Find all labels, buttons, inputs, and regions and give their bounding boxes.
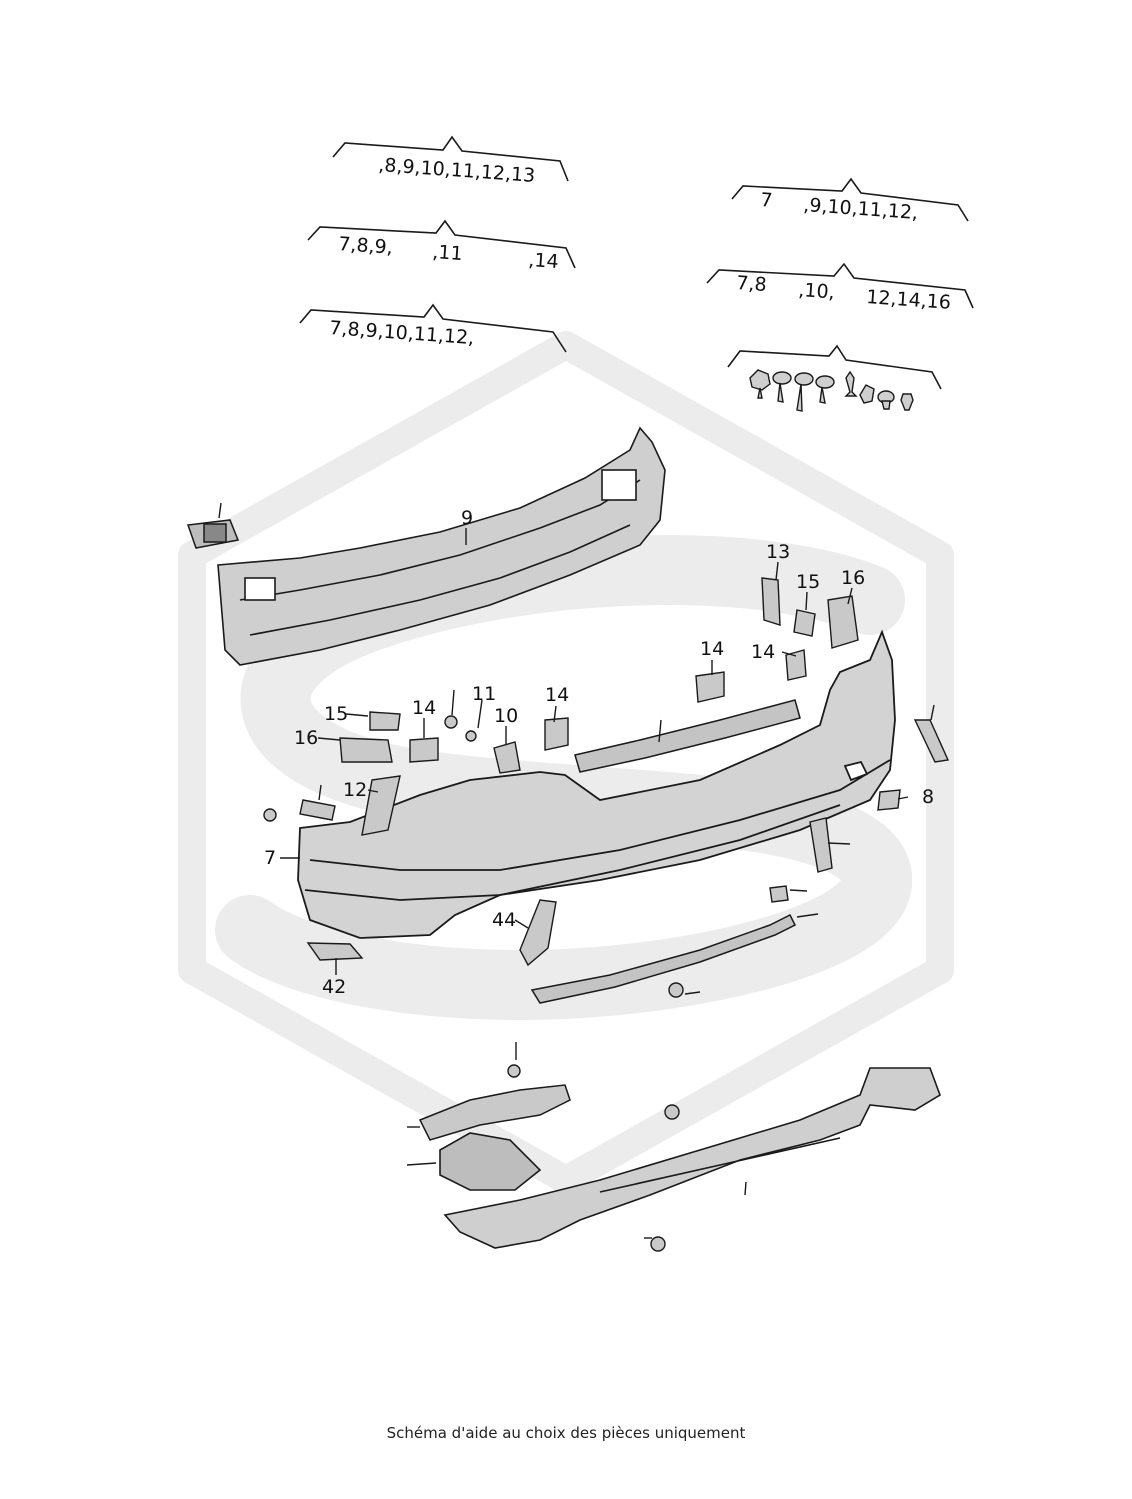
screw-fastener-icon [749,369,914,412]
group-bracket-1 [332,135,569,182]
group-label-10: 12,14,16 [866,286,952,314]
rear-diffuser [443,1067,941,1249]
callout-13: 13 [766,541,790,563]
callout-11: 11 [472,683,496,705]
callout-14-left: 14 [412,697,436,719]
callout-8: 8 [922,786,934,808]
group-bracket-5 [706,262,974,309]
callout-14-upper: 14 [700,638,724,660]
callout-leaders [280,528,935,1239]
callout-7: 7 [264,847,276,869]
group-bracket-3 [299,303,567,353]
callout-16-left: 16 [294,727,318,749]
group-label-3: ,11 [432,241,464,265]
radar-sensor-part [186,519,240,549]
callout-14-middle: 14 [545,684,569,706]
group-label-5: 7,8,9,10,11,12, [329,317,475,349]
callout-14-right: 14 [751,641,775,663]
bumper-spoiler-strip [574,699,801,773]
callout-10: 10 [494,705,518,727]
group-label-2: 7,8,9, [338,233,394,259]
group-label-4: ,14 [528,249,560,273]
lower-trim-strip [530,913,797,1004]
muffler-tip [439,1132,542,1191]
group-bracket-4 [731,177,969,222]
callout-9: 9 [461,507,473,529]
callout-16-right: 16 [841,567,865,589]
callout-44: 44 [492,909,516,931]
callout-15-left: 15 [324,703,348,725]
callout-12: 12 [343,779,367,801]
group-bracket-6 [727,344,942,390]
group-label-8: 7,8 [736,272,768,296]
group-bracket-2 [307,219,576,269]
callout-42: 42 [322,976,346,998]
group-label-9: ,10, [798,279,836,303]
bumper-reinforcement-beam [217,426,666,666]
callout-15-right: 15 [796,571,820,593]
footer-disclaimer: Schéma d'aide au choix des pièces unique… [386,1424,746,1442]
group-label-1: ,8,9,10,11,12,13 [378,154,536,187]
group-label-6: 7 [760,189,774,212]
bumper-cover [297,629,896,939]
mounting-bracket-left [418,1084,571,1141]
